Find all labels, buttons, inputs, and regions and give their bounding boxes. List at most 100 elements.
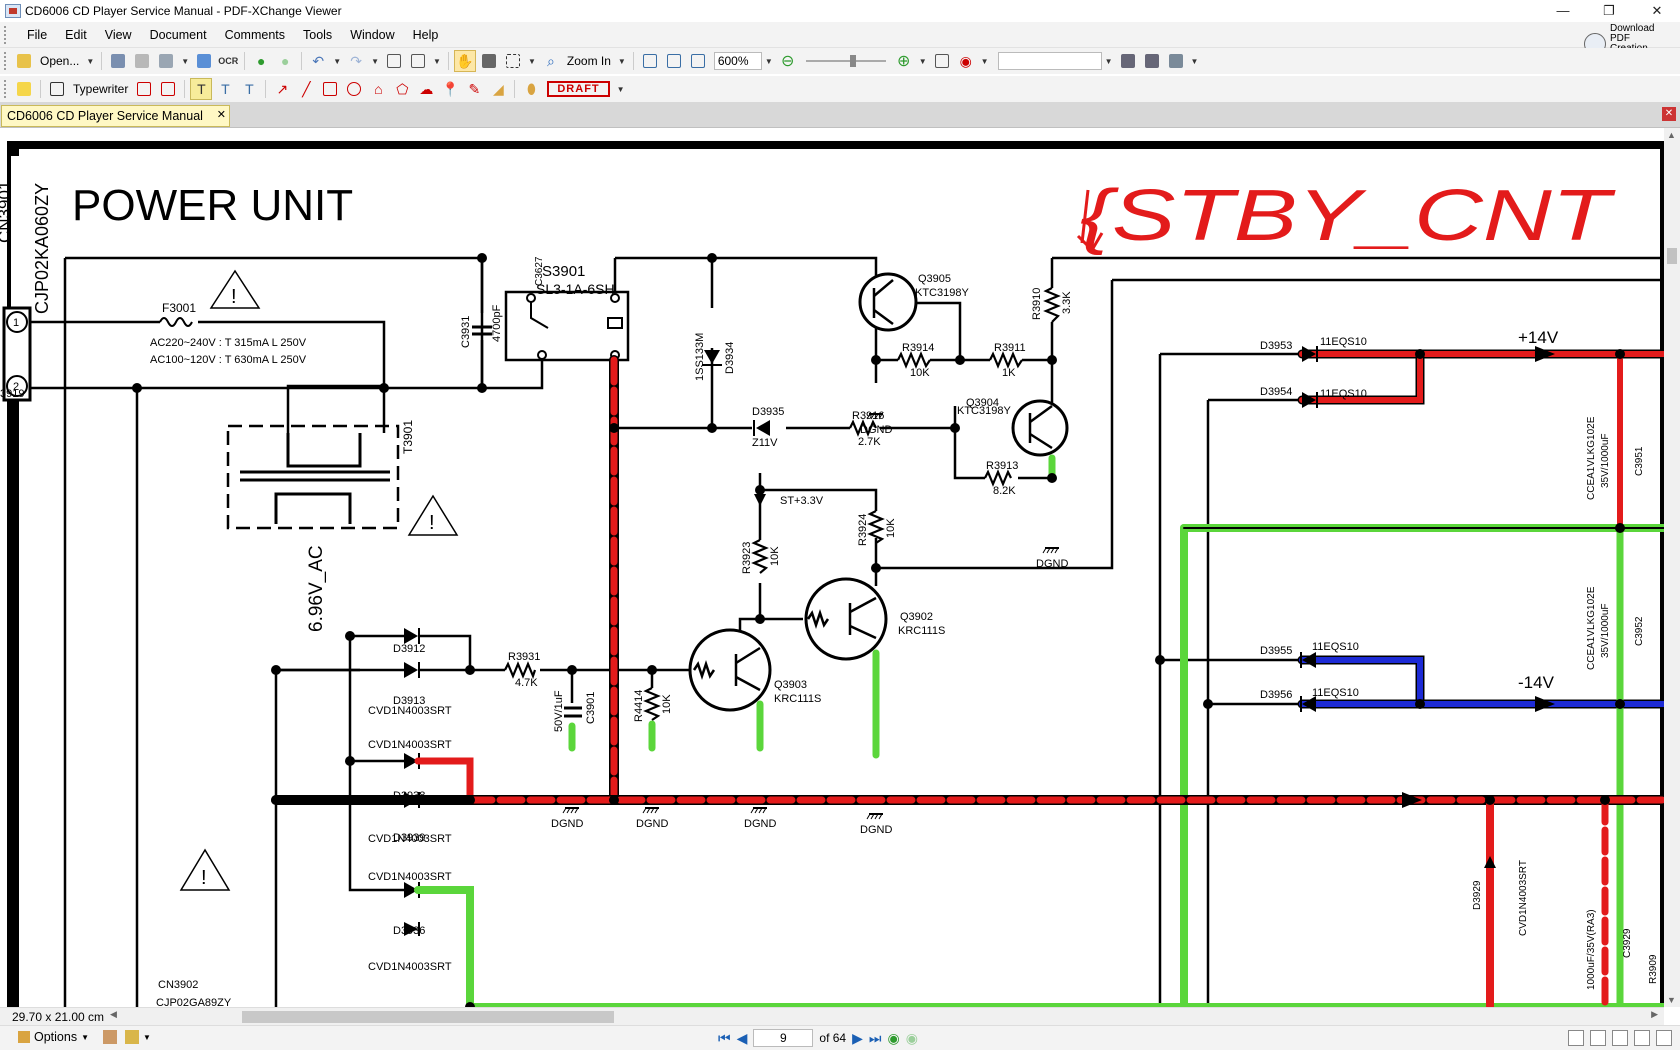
minimize-button[interactable]: — [1556, 3, 1570, 18]
menu-view[interactable]: View [104, 27, 132, 42]
close-document-icon[interactable]: ✕ [1662, 107, 1676, 121]
find-input[interactable] [997, 52, 1102, 70]
zoom-in-button[interactable]: Zoom In [566, 54, 611, 68]
layout-icon[interactable] [103, 1030, 118, 1044]
zoom-slider[interactable] [805, 55, 886, 67]
sticky-note-icon[interactable] [13, 78, 35, 100]
open-button[interactable]: Open... [40, 54, 80, 68]
menu-window[interactable]: Window [350, 27, 395, 42]
menu-file[interactable]: File [27, 27, 48, 42]
strikeout-icon[interactable]: T [221, 81, 230, 97]
page-number-field[interactable]: 9 [753, 1029, 814, 1047]
scroll-left-icon[interactable]: ◀ [110, 1009, 117, 1019]
select-text-icon[interactable] [502, 50, 524, 72]
ocr-button[interactable]: OCR [218, 56, 239, 66]
oval-icon[interactable] [343, 78, 365, 100]
spelling-icon[interactable]: ◉ [959, 52, 972, 69]
prev-page-icon[interactable]: ◀ [736, 1029, 748, 1046]
single-page-icon[interactable] [1568, 1030, 1584, 1046]
view-options-icon[interactable] [931, 50, 953, 72]
close-button[interactable]: ✕ [1651, 3, 1663, 18]
polygon-icon[interactable]: ⬠ [396, 80, 409, 97]
underline-icon[interactable]: T [245, 81, 254, 97]
arrow-icon[interactable]: ↗ [276, 80, 289, 97]
pencil-icon[interactable]: ✎ [468, 80, 481, 97]
typewriter-button[interactable]: Typewriter [73, 82, 129, 96]
horizontal-scroll-thumb[interactable] [242, 1011, 614, 1023]
document-view[interactable]: POWER UNIT {STBY_CNT CN3901 CJP02KA060ZY… [0, 128, 1664, 1007]
vertical-scroll-thumb[interactable] [1667, 248, 1677, 264]
zoom-tool-dropdown-icon[interactable]: ▼ [617, 56, 626, 66]
vertical-scrollbar[interactable]: ▲ ▼ [1664, 128, 1680, 1007]
next-page-icon[interactable]: ▶ [852, 1029, 863, 1046]
hand-tool-icon[interactable]: ✋ [453, 50, 476, 72]
select-dropdown-icon[interactable]: ▼ [527, 56, 536, 66]
rotate-icon[interactable] [407, 50, 429, 72]
redo-dropdown-icon[interactable]: ▼ [371, 56, 380, 66]
zoom-in-icon[interactable]: ⌕ [546, 52, 555, 69]
find-dropdown-icon[interactable]: ▼ [1104, 56, 1113, 66]
layers-icon[interactable] [125, 1030, 140, 1044]
fit-page-icon[interactable] [663, 50, 685, 72]
eraser-icon[interactable]: ◢ [492, 80, 504, 97]
continuous-icon[interactable] [1590, 1030, 1606, 1046]
forward-icon[interactable]: ● [280, 53, 290, 69]
stamp-dropdown-icon[interactable]: ▼ [616, 84, 625, 94]
find-prev-icon[interactable] [1141, 50, 1163, 72]
zoom-out-icon[interactable]: ⊖ [781, 53, 795, 70]
package-icon[interactable] [155, 50, 177, 72]
first-page-icon[interactable]: ⏮ [718, 1029, 731, 1046]
facing-icon[interactable] [1612, 1030, 1628, 1046]
menu-document[interactable]: Document [149, 27, 207, 42]
textbox-icon[interactable] [133, 78, 155, 100]
layers-dropdown-icon[interactable]: ▼ [143, 1032, 151, 1042]
history-back-icon[interactable]: ◉ [887, 1029, 900, 1046]
pin-icon[interactable]: 📍 [441, 80, 460, 97]
typewriter-icon[interactable] [46, 78, 68, 100]
highlight-icon[interactable]: T [190, 78, 213, 100]
menu-comments[interactable]: Comments [224, 27, 285, 42]
restore-button[interactable]: ❐ [1603, 3, 1615, 18]
last-page-icon[interactable]: ⏭ [868, 1029, 882, 1046]
continuous-facing-icon[interactable] [1634, 1030, 1650, 1046]
fit-width-icon[interactable] [687, 50, 709, 72]
menu-tools[interactable]: Tools [303, 27, 333, 42]
menu-edit[interactable]: Edit [65, 27, 87, 42]
find-next-icon[interactable] [1117, 50, 1139, 72]
zoom-plus-dropdown-icon[interactable]: ▼ [918, 56, 927, 66]
cloud-icon[interactable]: ☁ [419, 80, 434, 97]
print-icon[interactable] [131, 50, 153, 72]
menu-help[interactable]: Help [412, 27, 439, 42]
snapshot-icon[interactable] [478, 50, 500, 72]
undo-icon[interactable]: ↶ [312, 52, 325, 69]
comments-panel-icon[interactable] [1656, 1030, 1672, 1046]
back-icon[interactable]: ● [256, 53, 266, 69]
polyline-icon[interactable]: ⌂ [374, 81, 383, 97]
actual-size-icon[interactable] [639, 50, 661, 72]
scroll-right-icon[interactable]: ▶ [1651, 1009, 1658, 1019]
tab-close-icon[interactable]: ✕ [216, 109, 226, 121]
document-tab[interactable]: CD6006 CD Player Service Manual ✕ [1, 105, 230, 127]
open-dropdown-icon[interactable]: ▼ [86, 56, 95, 66]
history-forward-icon[interactable]: ◉ [905, 1029, 918, 1046]
package-dropdown-icon[interactable]: ▼ [181, 56, 190, 66]
line-icon[interactable]: ╱ [302, 80, 311, 97]
draft-stamp-button[interactable]: DRAFT [547, 81, 610, 97]
zoom-level-dropdown-icon[interactable]: ▼ [764, 56, 773, 66]
save-icon[interactable] [107, 50, 129, 72]
zoom-level-field[interactable]: 600% [713, 52, 762, 70]
scroll-up-icon[interactable]: ▲ [1667, 130, 1676, 140]
tools-icon[interactable] [1165, 50, 1187, 72]
zoom-plus-icon[interactable]: ⊕ [897, 53, 911, 70]
options-button[interactable]: Options ▼ ▼ [18, 1030, 151, 1044]
open-icon[interactable] [13, 50, 35, 72]
rotate-dropdown-icon[interactable]: ▼ [433, 56, 441, 66]
scroll-down-icon[interactable]: ▼ [1667, 995, 1676, 1005]
redo-icon[interactable]: ↷ [350, 52, 362, 69]
email-icon[interactable] [193, 50, 215, 72]
stamp-icon[interactable]: ⬮ [526, 80, 536, 97]
undo-dropdown-icon[interactable]: ▼ [333, 56, 342, 66]
callout-icon[interactable] [157, 78, 179, 100]
copy-icon[interactable] [383, 50, 405, 72]
spelling-dropdown-icon[interactable]: ▼ [980, 56, 989, 66]
